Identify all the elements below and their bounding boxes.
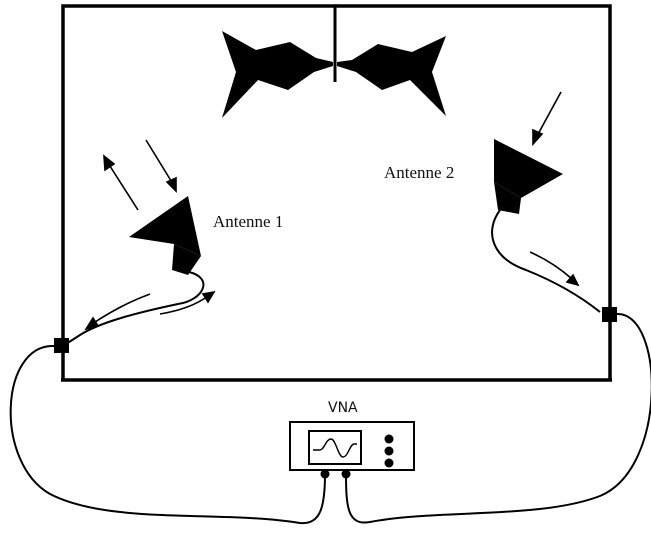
outgoing-wave-arrowhead bbox=[103, 154, 116, 172]
signal-to-port-arrowhead bbox=[84, 316, 100, 331]
incoming-wave-arrow-2 bbox=[536, 91, 562, 137]
target-object bbox=[222, 6, 446, 118]
antenna-1-horn bbox=[129, 196, 201, 256]
target-right-half bbox=[337, 36, 446, 116]
right-external-cable bbox=[345, 312, 651, 524]
antenna-2-wave-arrow bbox=[532, 91, 562, 147]
antenna-2-horn bbox=[494, 139, 563, 198]
antenna-2 bbox=[494, 139, 563, 214]
vna-waveform bbox=[313, 438, 357, 458]
antenna-2-signal-arrow bbox=[529, 251, 580, 287]
signal-to-port-2-arrowhead bbox=[565, 273, 580, 287]
antenna-1-label: Antenne 1 bbox=[213, 212, 283, 231]
incoming-wave-arrow bbox=[145, 139, 174, 185]
antenna-1 bbox=[129, 196, 201, 275]
left-external-cable bbox=[9, 344, 326, 525]
signal-to-port-arrow bbox=[91, 293, 151, 325]
vna-port-2 bbox=[341, 469, 351, 479]
signal-to-port-2-arrow bbox=[529, 251, 573, 280]
target-left-half bbox=[222, 31, 333, 118]
antenna-1-feed bbox=[172, 244, 201, 275]
incoming-wave-arrow-2-head bbox=[532, 128, 544, 147]
antenna-2-feed bbox=[494, 182, 521, 214]
vna-knob-bottom bbox=[384, 458, 394, 468]
vna-label: VNA bbox=[328, 400, 358, 416]
vna-knob-middle bbox=[384, 446, 394, 456]
signal-to-antenna-arrow bbox=[159, 295, 209, 315]
incoming-wave-arrowhead bbox=[165, 176, 177, 193]
vna-screen bbox=[308, 430, 362, 465]
vna-knob-top bbox=[384, 434, 394, 444]
signal-to-antenna-arrowhead bbox=[201, 290, 216, 304]
vna-instrument: VNA bbox=[289, 400, 415, 479]
antenna-1-wave-arrows bbox=[103, 139, 177, 211]
outgoing-wave-arrow bbox=[107, 162, 139, 211]
antenna-2-cable bbox=[491, 209, 601, 313]
vna-port-1 bbox=[320, 469, 330, 479]
right-wall-port bbox=[602, 307, 617, 322]
antenna-2-label: Antenne 2 bbox=[384, 163, 454, 182]
antenna-1-signal-arrows bbox=[84, 290, 216, 331]
left-wall-port bbox=[54, 338, 69, 353]
